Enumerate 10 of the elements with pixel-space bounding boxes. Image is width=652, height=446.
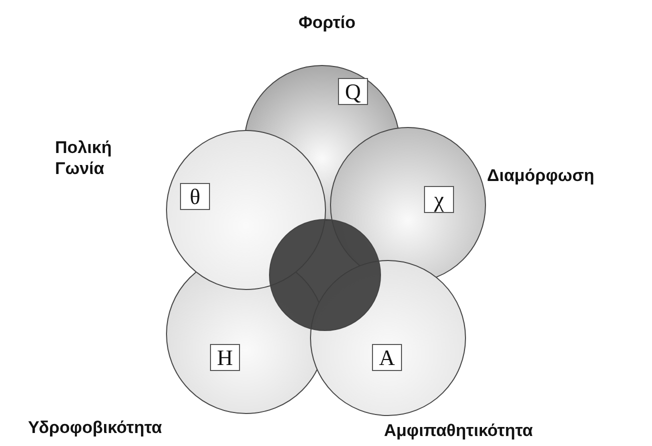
symbol-label: H bbox=[210, 344, 240, 371]
property-label: Πολική Γωνία bbox=[55, 137, 113, 179]
symbol-label: θ bbox=[180, 183, 210, 210]
property-label: Αμφιπαθητικότητα bbox=[384, 420, 534, 441]
symbol-label: A bbox=[372, 344, 402, 371]
property-label: Υδροφοβικότητα bbox=[28, 417, 163, 438]
symbol-label: Q bbox=[338, 78, 368, 105]
property-label: Διαμόρφωση bbox=[487, 165, 596, 186]
symbol-label: χ bbox=[424, 186, 454, 213]
property-label: Φορτίο bbox=[297, 12, 357, 33]
